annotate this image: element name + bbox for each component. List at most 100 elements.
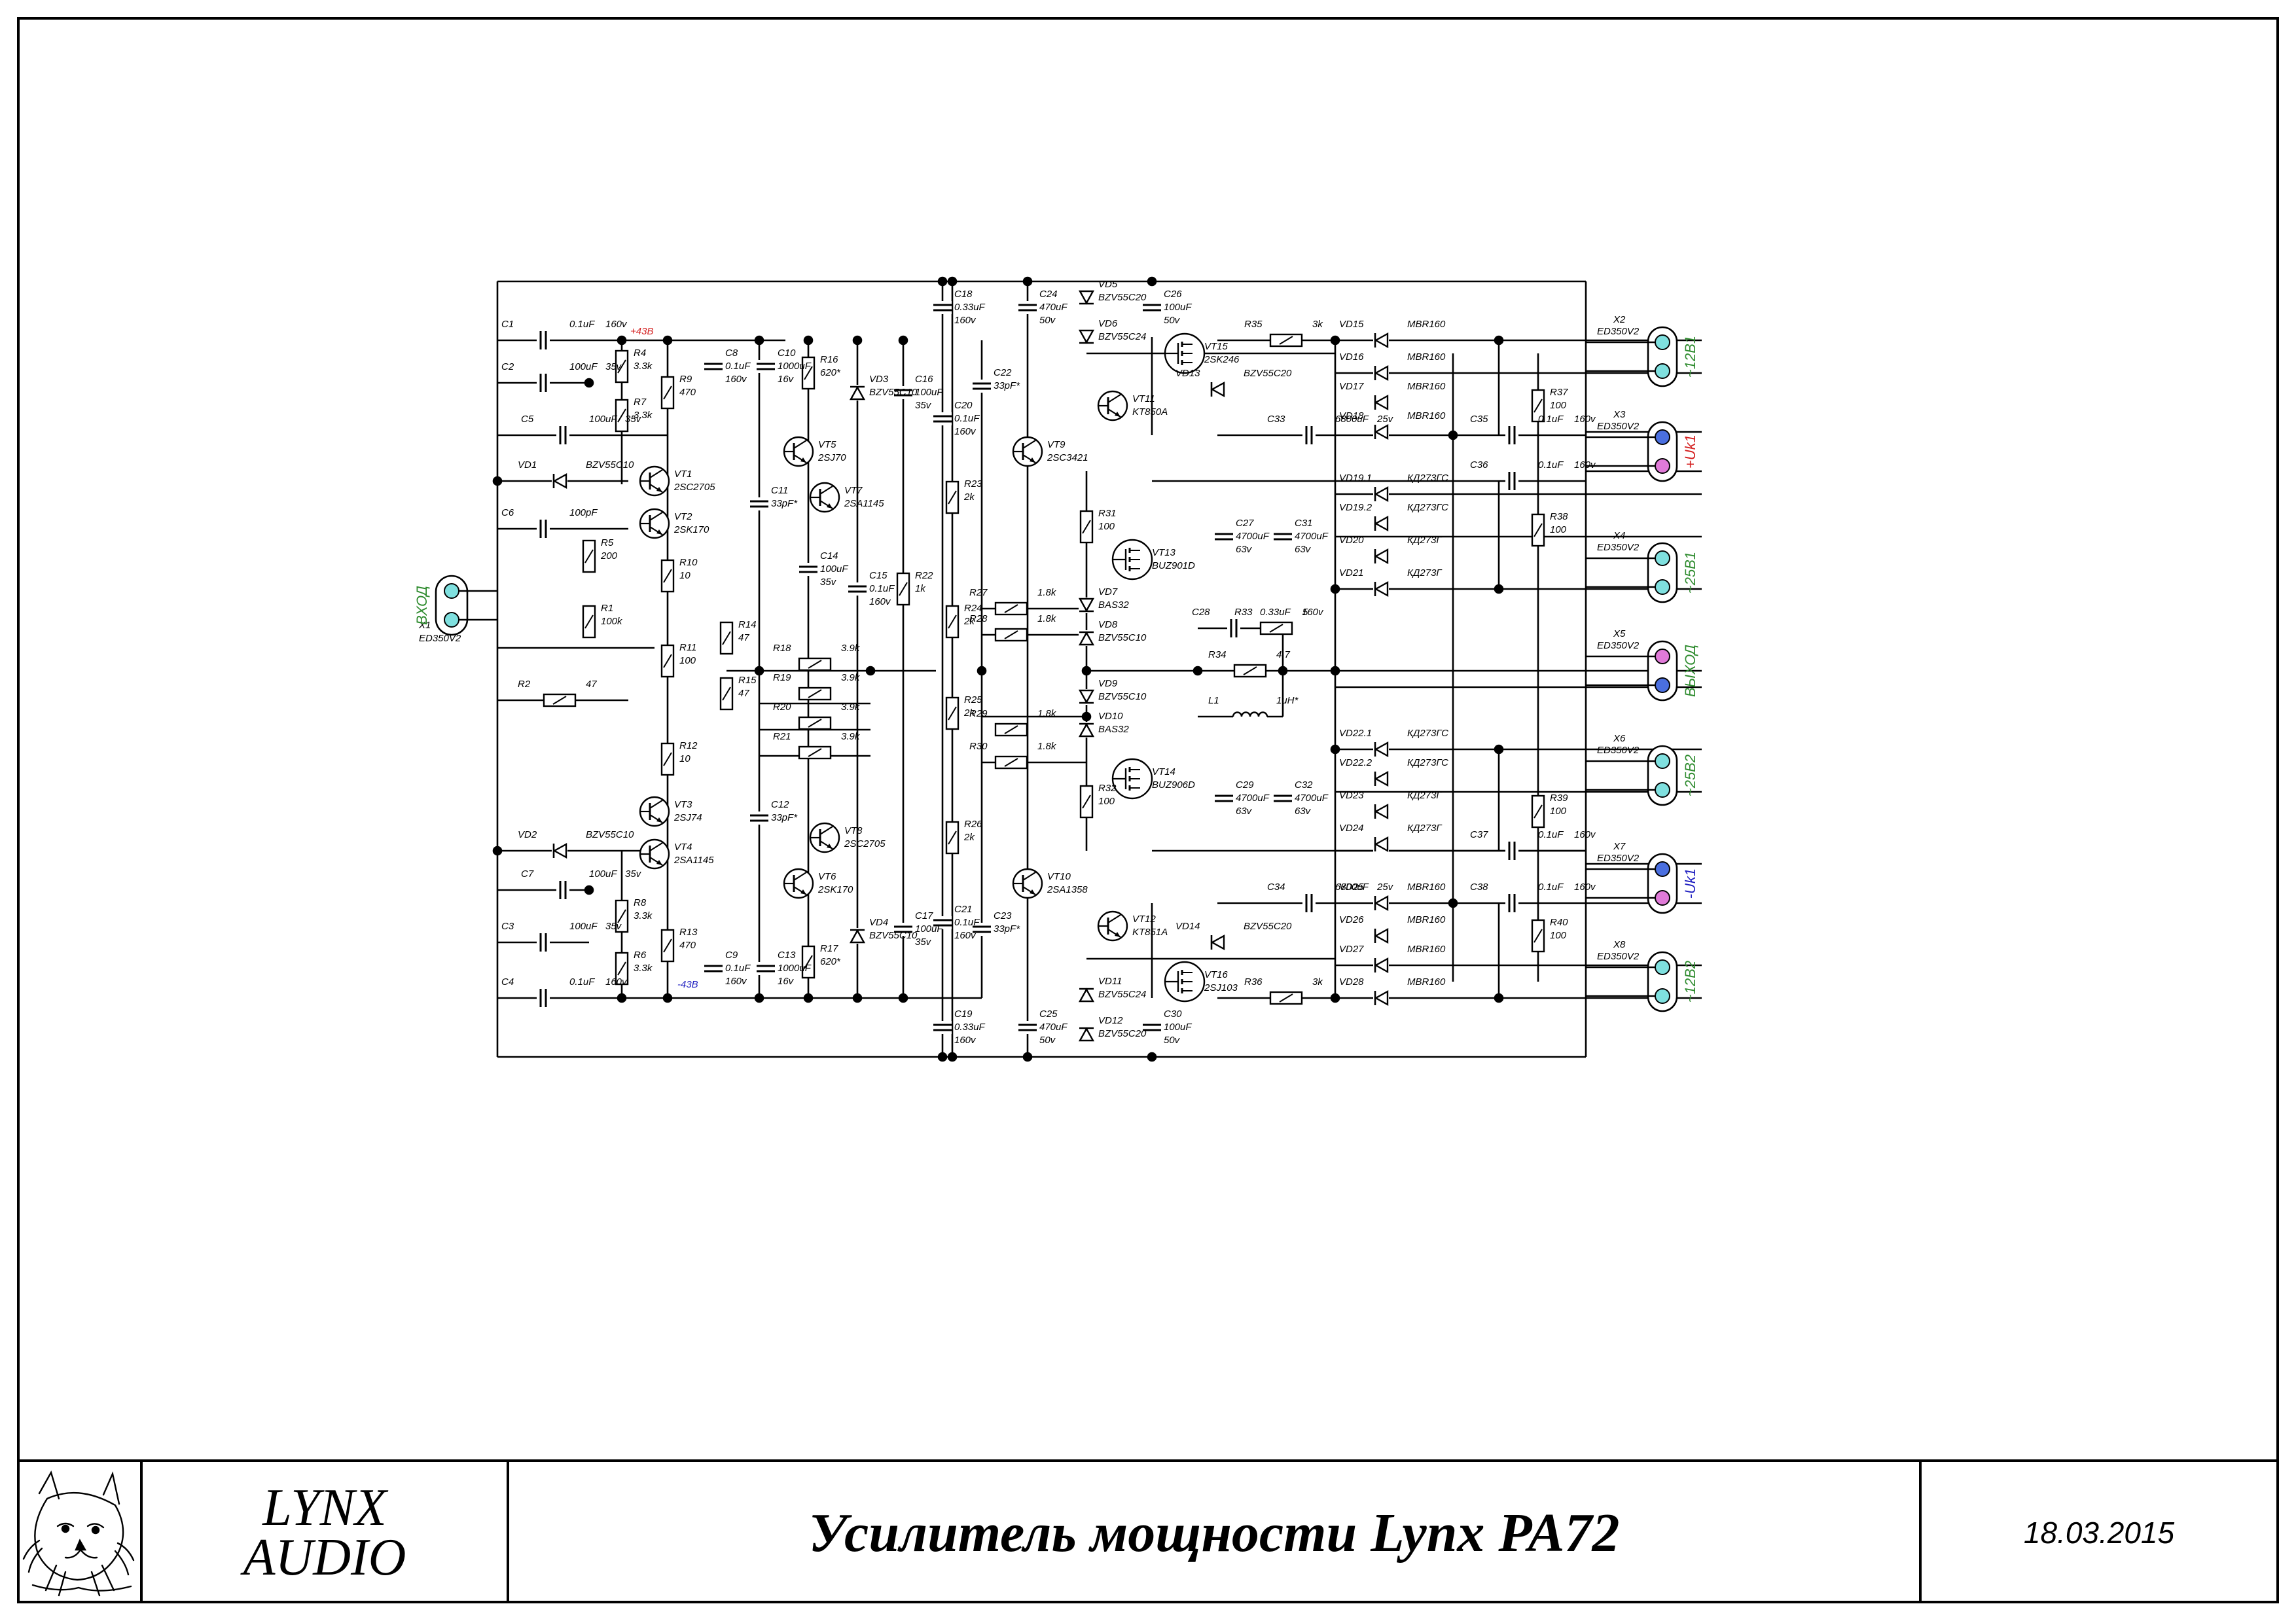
c34-ref-label: C34 bbox=[1267, 882, 1285, 893]
r22-ref-label: R22 bbox=[915, 570, 933, 581]
junction-dot bbox=[1022, 1052, 1033, 1062]
c19-rating-label: 160v bbox=[954, 1035, 977, 1046]
vt7-value-label: 2SA1145 bbox=[844, 498, 884, 509]
connector-x7-name: -Uk1 bbox=[1682, 868, 1698, 899]
c34-value-label: 6800uF bbox=[1335, 882, 1369, 893]
connector-x7-type: ED350V2 bbox=[1597, 853, 1640, 864]
r11-value-label: 100 bbox=[679, 655, 696, 666]
c20-ref-label: C20 bbox=[954, 400, 973, 411]
capacitor-c27 bbox=[1215, 530, 1233, 543]
c36-ref-label: C36 bbox=[1470, 459, 1488, 471]
vt5-value-label: 2SJ70 bbox=[817, 452, 846, 463]
junction-dot bbox=[1494, 584, 1504, 594]
diode-vd24 bbox=[1373, 836, 1389, 853]
c1-ref-label: C1 bbox=[501, 319, 514, 330]
vd1-value-label: BZV55C10 bbox=[586, 459, 634, 471]
r12-ref-label: R12 bbox=[679, 740, 698, 751]
diode-vd27 bbox=[1373, 957, 1389, 974]
capacitor-c24 bbox=[1018, 301, 1037, 314]
vt1-value-label: 2SC2705 bbox=[673, 482, 715, 493]
c31-rating-label: 63v bbox=[1295, 544, 1312, 555]
capacitor-c12 bbox=[750, 812, 768, 825]
c23-value-label: 33pF* bbox=[994, 923, 1020, 935]
vd9-ref-label: VD9 bbox=[1098, 678, 1118, 689]
capacitor-c20 bbox=[933, 412, 952, 425]
r40-value-label: 100 bbox=[1550, 930, 1567, 941]
r14-value-label: 47 bbox=[738, 632, 749, 643]
capacitor-c35 bbox=[1505, 426, 1518, 444]
c26-ref-label: C26 bbox=[1164, 289, 1182, 300]
diode-vd9 bbox=[1078, 689, 1095, 705]
r16-ref-label: R16 bbox=[820, 354, 838, 365]
connector-x6-type: ED350V2 bbox=[1597, 745, 1640, 756]
junction-dot bbox=[977, 666, 987, 676]
c20-value-label: 0.1uF bbox=[954, 413, 980, 424]
c11-ref-label: C11 bbox=[771, 485, 788, 496]
r15-value-label: 47 bbox=[738, 688, 749, 699]
capacitor-c26 bbox=[1143, 301, 1161, 314]
r8-value-label: 3.3k bbox=[634, 910, 653, 921]
c32-rating-label: 63v bbox=[1295, 806, 1312, 817]
transistor-vt3 bbox=[639, 796, 670, 827]
connector-x3-ref: X3 bbox=[1613, 409, 1626, 420]
vd11-value-label: BZV55C24 bbox=[1098, 989, 1146, 1000]
mosfet-vt13 bbox=[1111, 539, 1153, 580]
c25-ref-label: C25 bbox=[1039, 1008, 1058, 1020]
r38-value-label: 100 bbox=[1550, 524, 1567, 535]
vd20-value-label: КД273Г bbox=[1407, 535, 1443, 546]
junction-dot bbox=[662, 335, 673, 346]
c7-ref-label: C7 bbox=[521, 868, 534, 880]
vd20-ref-label: VD20 bbox=[1339, 535, 1364, 546]
r7-value-label: 3.3k bbox=[634, 410, 653, 421]
vd27-ref-label: VD27 bbox=[1339, 944, 1364, 955]
r20-value-label: 3.9k bbox=[841, 702, 861, 713]
r33-ref-label: R33 bbox=[1234, 607, 1253, 618]
junction-dot bbox=[1081, 666, 1092, 676]
connector-x6 bbox=[1586, 745, 1678, 806]
vt15-value-label: 2SK246 bbox=[1204, 354, 1240, 365]
vd22-2-value-label: КД273ГС bbox=[1407, 757, 1448, 768]
connector-x5-name: ВЫХОД bbox=[1682, 645, 1698, 697]
vd13-value-label: BZV55C20 bbox=[1244, 368, 1292, 379]
vt8-value-label: 2SC2705 bbox=[844, 838, 886, 849]
vd19-2-value-label: КД273ГС bbox=[1407, 502, 1448, 513]
r17-ref-label: R17 bbox=[820, 943, 838, 954]
l1-ref-label: L1 bbox=[1208, 695, 1219, 706]
r24-value-label: 2k bbox=[963, 616, 975, 627]
capacitor-c16 bbox=[894, 386, 912, 399]
vt12-ref-label: VT12 bbox=[1132, 914, 1157, 925]
transistor-vt11 bbox=[1097, 390, 1128, 421]
drawing-frame bbox=[17, 17, 2279, 1603]
c28-ref-label: C28 bbox=[1192, 607, 1210, 618]
diode-vd17 bbox=[1373, 394, 1389, 411]
mosfet-vt15 bbox=[1164, 332, 1206, 374]
junction-dot bbox=[1330, 666, 1340, 676]
c10-ref-label: C10 bbox=[778, 348, 796, 359]
r5-ref-label: R5 bbox=[601, 537, 614, 548]
connector-x4-type: ED350V2 bbox=[1597, 542, 1640, 553]
r27-ref-label: R27 bbox=[969, 587, 988, 598]
connector-x4-ref: X4 bbox=[1613, 530, 1625, 541]
r37-value-label: 100 bbox=[1550, 400, 1567, 411]
junction-dot bbox=[852, 335, 863, 346]
vt2-value-label: 2SK170 bbox=[673, 524, 709, 535]
capacitor-c14 bbox=[799, 563, 817, 576]
c28-rating-label: 160v bbox=[1302, 607, 1324, 618]
r11-ref-label: R11 bbox=[679, 642, 696, 653]
r37-ref-label: R37 bbox=[1550, 387, 1568, 398]
vd22-1-ref-label: VD22.1 bbox=[1339, 728, 1372, 739]
junction-dot bbox=[1147, 276, 1157, 287]
mosfet-vt16 bbox=[1164, 961, 1206, 1003]
junction-dot bbox=[617, 993, 627, 1003]
diode-vd14 bbox=[1210, 934, 1225, 951]
c4-rating-label: 160v bbox=[605, 976, 628, 988]
connector-x8-ref: X8 bbox=[1613, 939, 1626, 950]
r15-ref-label: R15 bbox=[738, 675, 757, 686]
r28-ref-label: R28 bbox=[969, 613, 988, 624]
c5-value-label: 100uF bbox=[589, 414, 617, 425]
vd9-value-label: BZV55C10 bbox=[1098, 691, 1147, 702]
connector-x5 bbox=[1586, 640, 1678, 702]
r20-ref-label: R20 bbox=[773, 702, 791, 713]
diode-vd20 bbox=[1373, 548, 1389, 565]
r6-value-label: 3.3k bbox=[634, 963, 653, 974]
